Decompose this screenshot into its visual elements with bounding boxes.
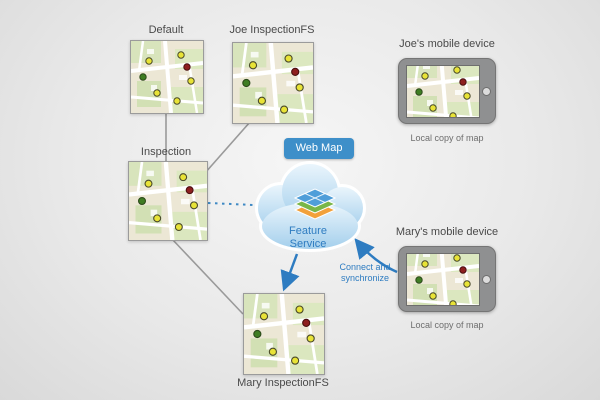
web-map-badge: Web Map: [284, 138, 354, 159]
feature-service-label: Feature Service: [289, 225, 327, 251]
joe-fs-map-thumbnail: [232, 42, 314, 124]
joe-tablet-home-button: [482, 87, 491, 96]
joe-tablet-screen: [406, 65, 480, 118]
mary-tablet-screen: [406, 253, 480, 306]
cloud-icon: [243, 158, 378, 263]
mary-fs-map-label: Mary InspectionFS: [237, 377, 329, 389]
joe-tablet: [398, 58, 496, 124]
inspection-map-label: Inspection: [140, 146, 192, 158]
inspection-map-thumbnail: [128, 161, 208, 241]
joe-device-caption: Local copy of map: [410, 133, 484, 143]
mary-tablet: [398, 246, 496, 312]
mary-device-caption: Local copy of map: [410, 320, 484, 330]
default-map-thumbnail: [130, 40, 204, 114]
default-map-label: Default: [148, 24, 184, 36]
mary-device-title: Mary's mobile device: [395, 226, 499, 238]
layers-icon: [293, 188, 337, 220]
feature-service-cloud: [243, 158, 378, 263]
connector-inspection-maryfs: [171, 238, 244, 315]
mary-tablet-home-button: [482, 275, 491, 284]
mary-fs-map-thumbnail: [243, 293, 325, 375]
joe-device-title: Joe's mobile device: [399, 38, 495, 50]
sync-note: Connect and synchronize: [339, 262, 391, 284]
joe-fs-map-label: Joe InspectionFS: [229, 24, 315, 36]
